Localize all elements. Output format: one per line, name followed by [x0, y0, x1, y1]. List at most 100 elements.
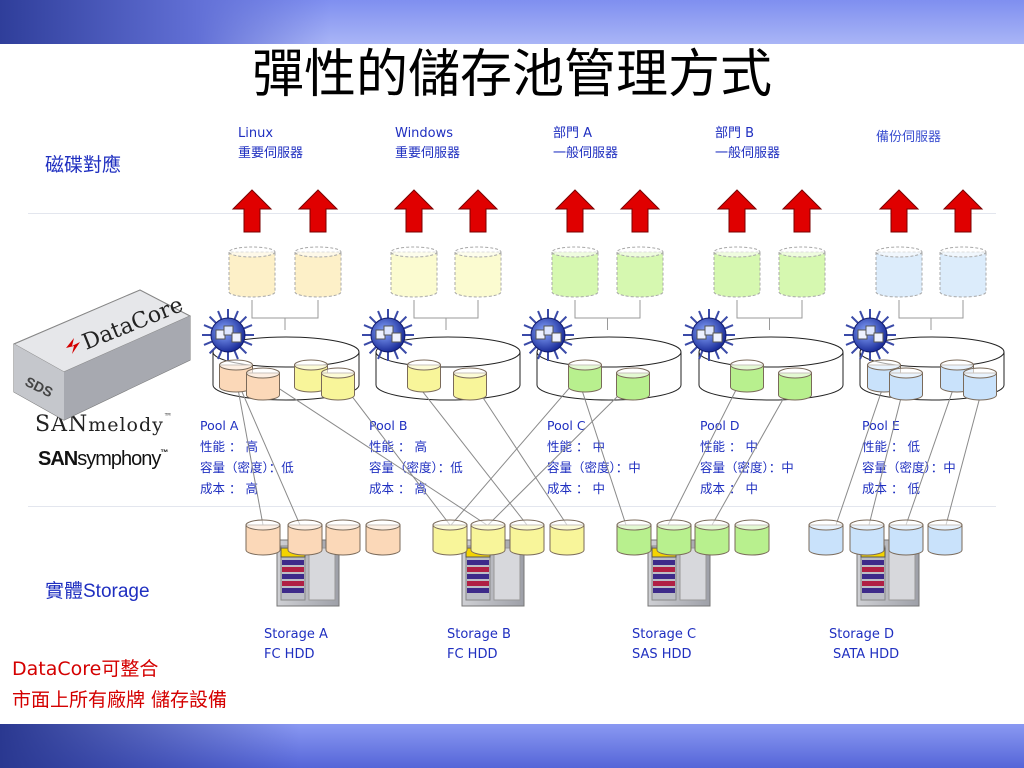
pool-performance: 性能 ： 低 [862, 439, 920, 454]
pool-capacity: 容量（密度）：中 [547, 460, 641, 475]
disk-body [939, 251, 987, 298]
disk-body [616, 372, 650, 401]
pool-cost: 成本 ： 中 [700, 481, 758, 496]
server-line2: 重要伺服器 [238, 146, 304, 161]
disk-body [694, 524, 730, 556]
disk-body [390, 251, 438, 298]
pool-label-e: Pool E 性能 ： 低 容量（密度）：中 成本 ： 低 [862, 415, 956, 499]
pool-capacity: 容量（密度）：中 [862, 460, 956, 475]
virtual-disk [551, 246, 599, 298]
storage-type: FC HDD [447, 647, 498, 662]
gear-icon [362, 309, 414, 361]
allocation-link [711, 377, 796, 526]
disk-body [927, 524, 963, 556]
pool-label-a: Pool A 性能 ： 高 容量（密度）：低 成本 ： 高 [200, 415, 294, 499]
virtual-disk [390, 246, 438, 298]
physical-disk [734, 519, 770, 556]
trademark: ™ [160, 448, 168, 457]
rack-drive [282, 560, 304, 565]
allocation-link [577, 377, 627, 526]
rack-drive [467, 567, 489, 572]
disk-body [454, 251, 502, 298]
disk-top [325, 519, 361, 531]
appliance-logo-mark [66, 338, 80, 354]
allocation-link [667, 377, 743, 526]
integration-note: DataCore可整合市面上所有廠牌 儲存設備 [12, 654, 227, 716]
disk-top [730, 359, 764, 371]
rack-drive [653, 588, 675, 593]
gear-box [873, 332, 884, 343]
virtual-disk [713, 246, 761, 298]
disk-top [939, 246, 987, 258]
storage-pool-top [698, 336, 844, 368]
rack-drive [862, 567, 884, 572]
rack-drive [282, 581, 304, 586]
pool-cost: 成本 ： 高 [200, 481, 258, 496]
pool-disk [778, 367, 812, 401]
allocation-link [469, 377, 568, 526]
disk-top [407, 359, 441, 371]
disk-body [365, 524, 401, 556]
disk-body [432, 524, 468, 556]
datacore-appliance: DataCore SDS [12, 289, 192, 421]
pool-capacity: 容量（密度）：低 [369, 460, 463, 475]
disk-top [228, 246, 276, 258]
virtual-disk [454, 246, 502, 298]
storage-name: Storage D [829, 627, 895, 642]
disk-body [549, 524, 585, 556]
disk-top [549, 519, 585, 531]
pool-cost: 成本 ： 高 [369, 481, 427, 496]
physical-storage-label: 實體Storage [45, 581, 150, 602]
bottom-banner [0, 724, 1024, 768]
gear-icon [202, 309, 254, 361]
brand-part: SAN [38, 448, 78, 470]
allocation-link [905, 377, 958, 526]
disk-top [888, 519, 924, 531]
gear-box [704, 325, 715, 336]
rack-side [888, 547, 916, 601]
disk-body [551, 251, 599, 298]
pool-disk [321, 367, 355, 401]
gear-icon [844, 309, 896, 361]
gear-icon [683, 309, 735, 361]
allocation-link [235, 377, 264, 526]
virtual-disk [228, 246, 276, 298]
pool-disk [453, 367, 487, 401]
gear-box [712, 332, 723, 343]
disk-top [656, 519, 692, 531]
server-line1: 備份伺服器 [876, 130, 942, 145]
disk-body [889, 372, 923, 401]
pool-disk [407, 359, 441, 393]
physical-disk [549, 519, 585, 556]
up-arrow-3-b [781, 189, 823, 233]
disk-top [734, 519, 770, 531]
disk-top [616, 519, 652, 531]
pool-capacity: 容量（密度）：中 [700, 460, 794, 475]
rack-drive [282, 567, 304, 572]
physical-disk [245, 519, 281, 556]
server-label-backup: 備份伺服器 [876, 128, 941, 148]
storage-type: SAS HDD [632, 647, 692, 662]
rack-drive [862, 581, 884, 586]
pool-disk [963, 367, 997, 401]
rack-side [308, 547, 336, 601]
allocation-link [337, 377, 451, 526]
server-line1: 部門 A [553, 126, 593, 141]
gear-box [223, 325, 234, 336]
allocation-link [235, 377, 301, 526]
up-arrow-3-a [716, 189, 758, 233]
disk-top [321, 367, 355, 379]
storage-label-d: Storage D SATA HDD [829, 625, 899, 665]
mapping-connector [251, 300, 319, 330]
disk-top [616, 246, 664, 258]
physical-disk [509, 519, 545, 556]
storage-name: Storage C [632, 627, 697, 642]
disk-top [432, 519, 468, 531]
virtual-disk [875, 246, 923, 298]
storage-label-c: Storage C SAS HDD [632, 625, 696, 665]
physical-disk [888, 519, 924, 556]
pool-disk [219, 359, 253, 393]
disk-top [889, 367, 923, 379]
disk-top [808, 519, 844, 531]
